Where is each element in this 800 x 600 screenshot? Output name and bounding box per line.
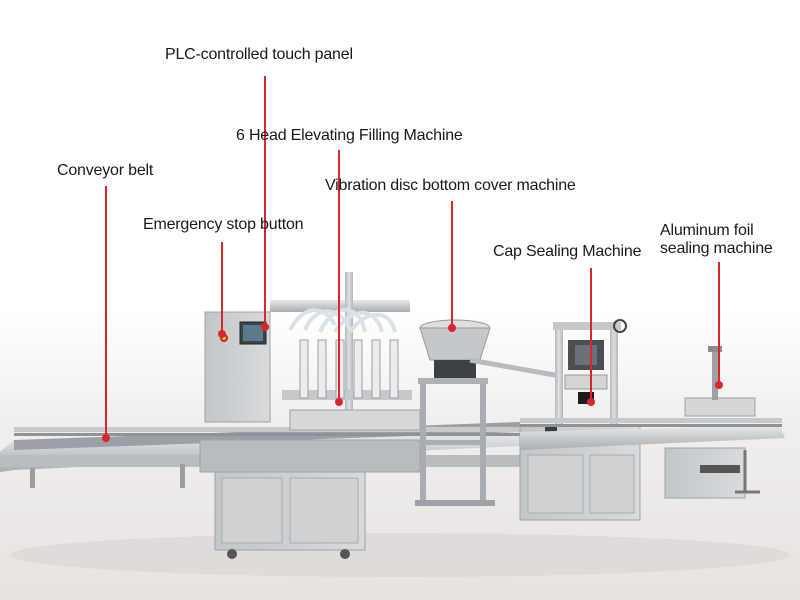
dot-touch-panel (261, 323, 269, 331)
dot-conveyor (102, 434, 110, 442)
dot-cap-sealing (587, 398, 595, 406)
label-touch-panel: PLC-controlled touch panel (165, 46, 353, 63)
dot-filling-machine (335, 398, 343, 406)
dot-emergency-stop (218, 330, 226, 338)
floor-shadow (10, 533, 790, 577)
leader-lines (105, 76, 720, 438)
dot-vibration-disc (448, 324, 456, 332)
dot-foil-sealing (715, 381, 723, 389)
label-conveyor: Conveyor belt (57, 162, 154, 179)
label-foil-sealing-line1: Aluminum foil (660, 222, 754, 239)
label-cap-sealing: Cap Sealing Machine (493, 243, 642, 260)
leader-dots (102, 323, 723, 442)
filling-machine-cabinet (199, 311, 421, 559)
label-emergency-stop: Emergency stop button (143, 216, 304, 233)
label-filling-machine: 6 Head Elevating Filling Machine (236, 127, 463, 144)
foil-sealing-machine (520, 346, 785, 499)
vibration-disc-machine (415, 319, 561, 506)
filling-heads (270, 272, 421, 431)
label-vibration-disc: Vibration disc bottom cover machine (325, 177, 576, 194)
label-foil-sealing-line2: sealing machine (660, 240, 773, 257)
